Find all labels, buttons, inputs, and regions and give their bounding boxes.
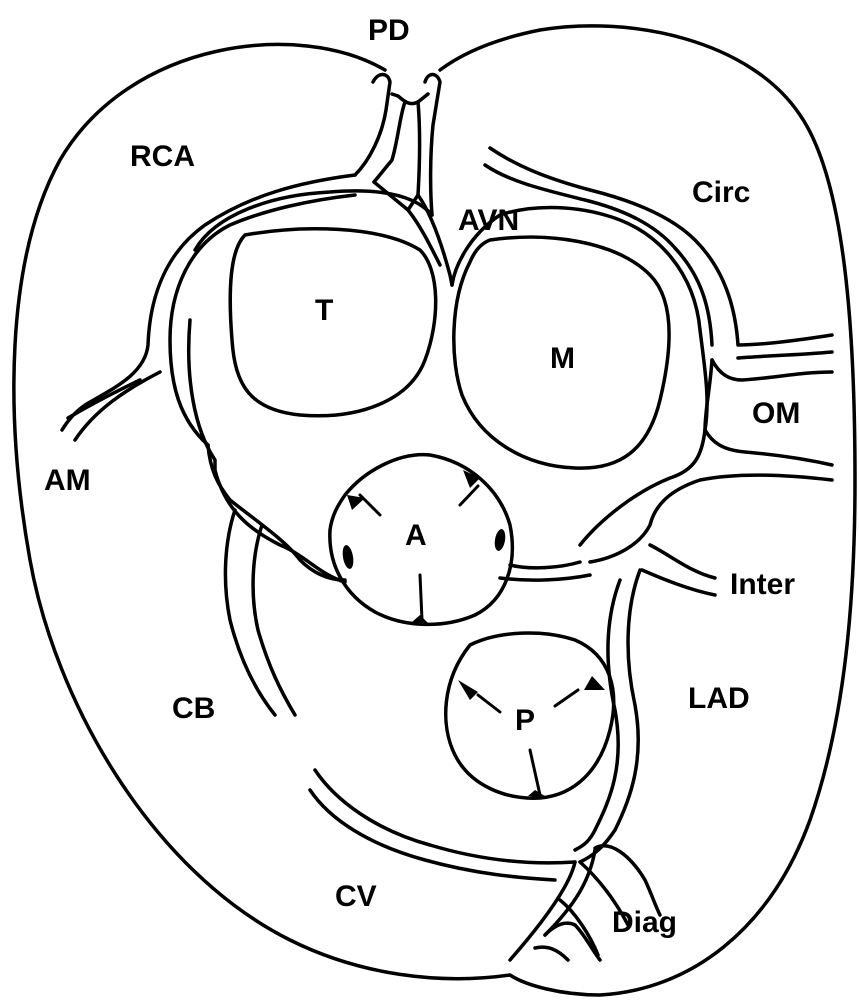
label-p: P (515, 704, 535, 737)
label-pd: PD (368, 14, 410, 47)
label-cv: CV (335, 880, 377, 913)
circ-vessel (452, 148, 832, 430)
label-a: A (405, 519, 427, 552)
rca-vessel (62, 175, 452, 445)
label-circ: Circ (692, 176, 750, 209)
ring-lower-left (208, 445, 345, 580)
label-t: T (315, 294, 333, 327)
label-cb: CB (172, 692, 215, 725)
label-lad: LAD (688, 682, 750, 715)
label-diag: Diag (612, 906, 677, 939)
label-inter: Inter (730, 568, 795, 601)
cv-vessel (310, 770, 595, 960)
label-avn: AVN (458, 204, 519, 237)
diag-vessel (535, 830, 660, 960)
label-om: OM (752, 397, 800, 430)
label-am: AM (44, 464, 91, 497)
coronary-ostium-left (341, 544, 355, 569)
annulus-ring-inner (189, 320, 345, 582)
label-m: M (550, 342, 575, 375)
inter-lad-vessel (500, 430, 832, 830)
coronary-ostium-right (493, 528, 507, 551)
cb-vessel (225, 510, 295, 715)
label-rca: RCA (130, 140, 195, 173)
